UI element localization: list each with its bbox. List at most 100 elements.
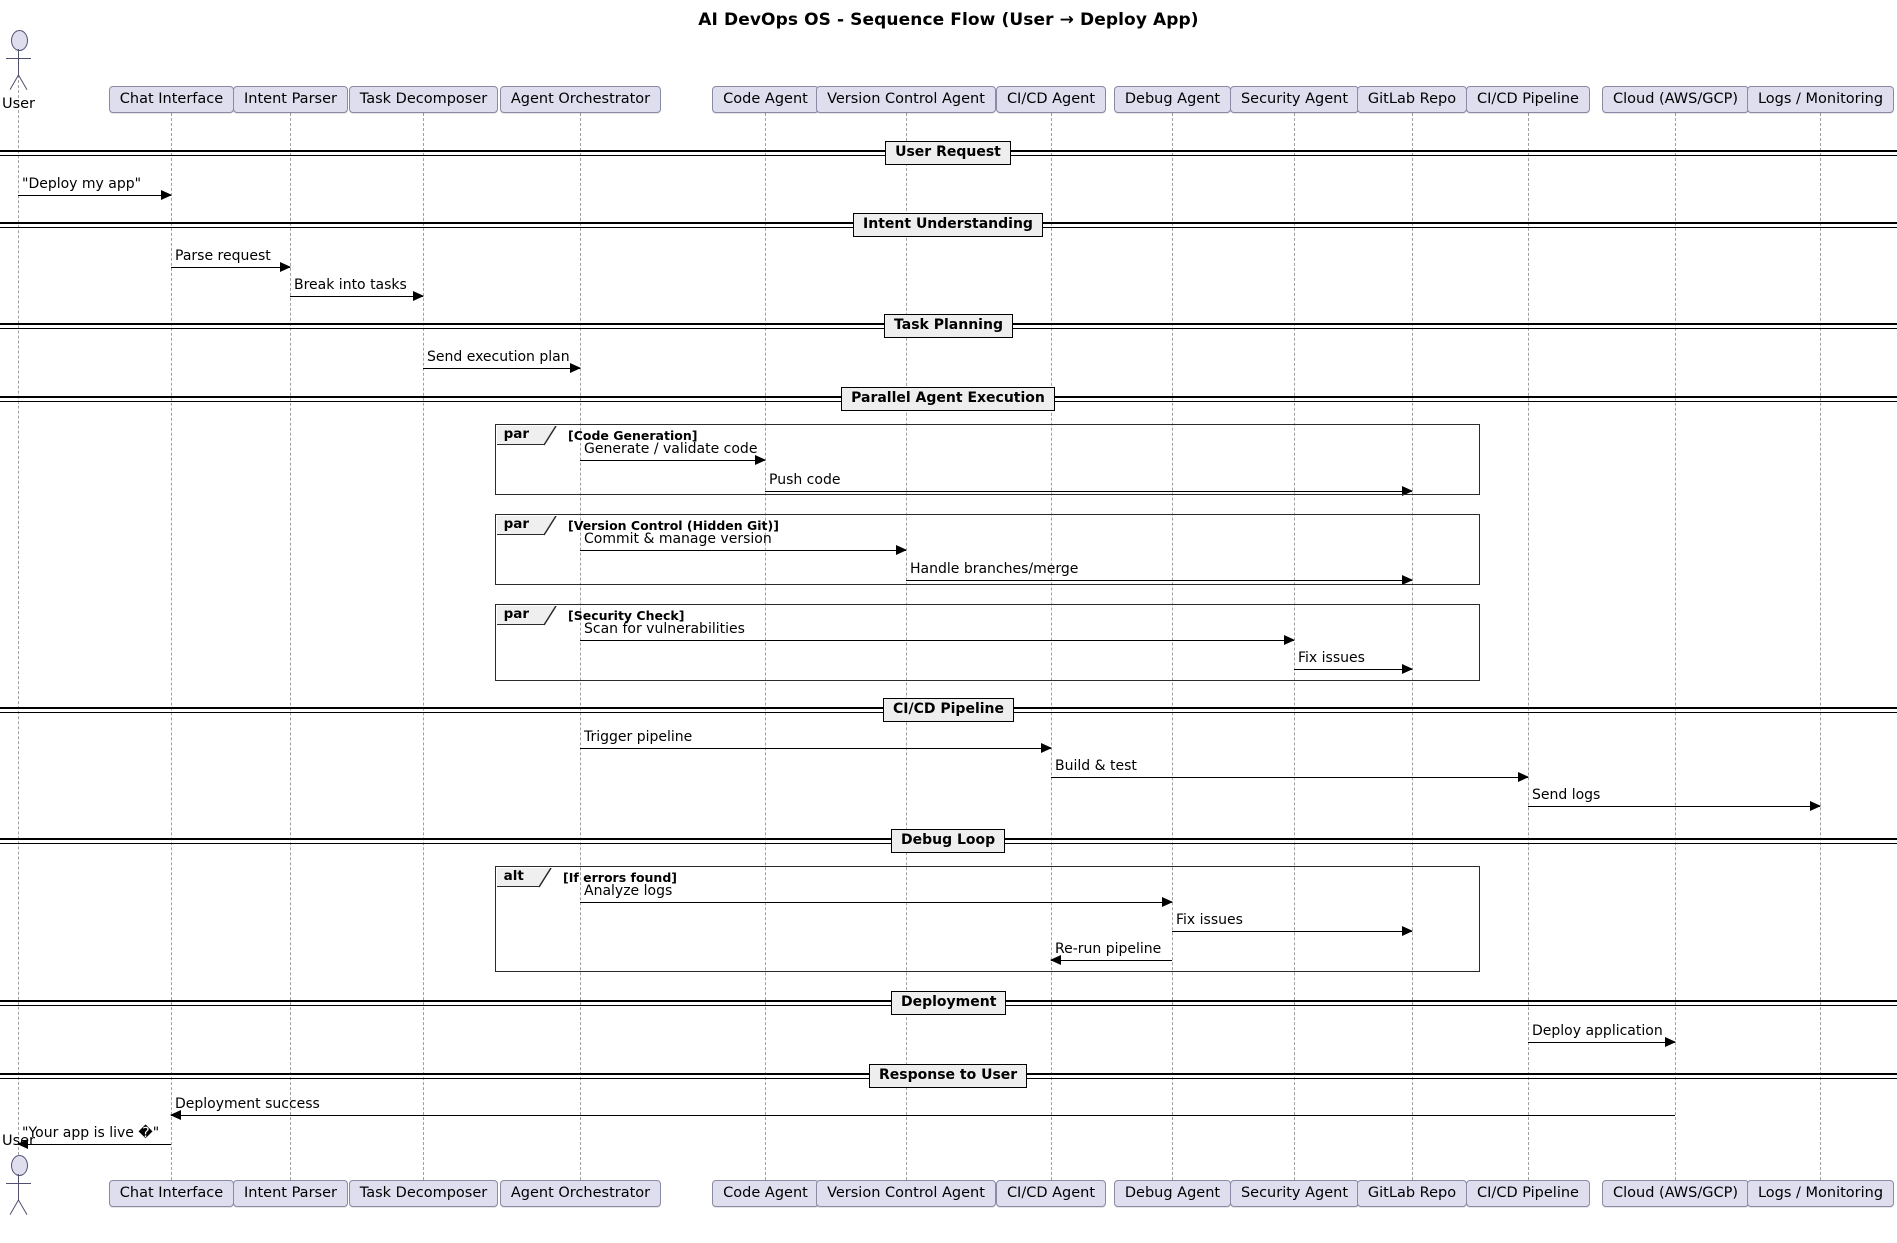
actor-body-icon <box>18 49 20 75</box>
message-send-execution-plan: Send execution plan <box>423 349 581 373</box>
participant-gitlab-repo[interactable]: GitLab Repo <box>1357 1180 1467 1207</box>
message-label: Fix issues <box>1298 650 1365 666</box>
message-line <box>18 195 171 196</box>
fragment-alt-if-errors-found <box>495 866 1480 972</box>
message-parse-request: Parse request <box>171 248 291 272</box>
fragment-condition-label: [Version Control (Hidden Git)] <box>568 518 779 533</box>
lifeline-gitlab-repo <box>1412 113 1413 1180</box>
fragment-tab-corner-icon <box>543 425 557 445</box>
participant-chat-interface[interactable]: Chat Interface <box>109 1180 234 1207</box>
message-label: Break into tasks <box>294 277 407 293</box>
arrowhead-right-icon <box>1402 926 1413 936</box>
message-line <box>1528 1042 1675 1043</box>
fragment-tab-corner-icon <box>543 605 557 625</box>
lifeline-version-control-agent <box>906 113 907 1180</box>
participant-ci-cd-pipeline[interactable]: CI/CD Pipeline <box>1466 86 1590 113</box>
participant-version-control-agent[interactable]: Version Control Agent <box>816 86 996 113</box>
arrowhead-right-icon <box>280 262 291 272</box>
participant-agent-orchestrator[interactable]: Agent Orchestrator <box>500 86 661 113</box>
section-divider-debug-loop: Debug Loop <box>891 829 1005 853</box>
message-push-code: Push code <box>765 472 1413 496</box>
lifeline-debug-agent <box>1172 113 1173 1180</box>
participant-code-agent[interactable]: Code Agent <box>712 86 819 113</box>
actor-leg-left-icon <box>9 1199 20 1216</box>
arrowhead-left-icon <box>170 1110 181 1120</box>
participant-cloud-aws-gcp[interactable]: Cloud (AWS/GCP) <box>1602 1180 1749 1207</box>
lifeline-chat-interface <box>171 113 172 1180</box>
arrowhead-right-icon <box>1402 664 1413 674</box>
message-line <box>580 550 906 551</box>
message-build-test: Build & test <box>1051 758 1529 782</box>
participant-ci-cd-agent[interactable]: CI/CD Agent <box>996 1180 1106 1207</box>
participant-intent-parser[interactable]: Intent Parser <box>233 1180 348 1207</box>
message-label: Push code <box>769 472 841 488</box>
participant-debug-agent[interactable]: Debug Agent <box>1114 86 1231 113</box>
participant-debug-agent[interactable]: Debug Agent <box>1114 1180 1231 1207</box>
participant-security-agent[interactable]: Security Agent <box>1230 86 1359 113</box>
message-label: Deploy application <box>1532 1023 1663 1039</box>
participant-gitlab-repo[interactable]: GitLab Repo <box>1357 86 1467 113</box>
section-divider-ci-cd-pipeline: CI/CD Pipeline <box>883 698 1014 722</box>
fragment-operator-label: par <box>496 515 556 535</box>
message-line <box>580 460 765 461</box>
arrowhead-right-icon <box>1810 801 1821 811</box>
arrowhead-right-icon <box>161 190 172 200</box>
message-fix-issues: Fix issues <box>1172 912 1413 936</box>
message-line <box>423 368 580 369</box>
lifeline-ci-cd-pipeline <box>1528 113 1529 1180</box>
message-label: Trigger pipeline <box>584 729 693 745</box>
participant-version-control-agent[interactable]: Version Control Agent <box>816 1180 996 1207</box>
message-label: Fix issues <box>1176 912 1243 928</box>
message-label: Build & test <box>1055 758 1137 774</box>
participant-logs-monitoring[interactable]: Logs / Monitoring <box>1747 86 1894 113</box>
message-generate-validate-code: Generate / validate code <box>580 441 766 465</box>
fragment-operator-label: alt <box>496 867 551 887</box>
lifeline-user <box>18 75 19 1155</box>
participant-code-agent[interactable]: Code Agent <box>712 1180 819 1207</box>
arrowhead-right-icon <box>1518 772 1529 782</box>
participant-chat-interface[interactable]: Chat Interface <box>109 86 234 113</box>
arrowhead-right-icon <box>570 363 581 373</box>
fragment-condition-label: [If errors found] <box>563 870 677 885</box>
page-title: AI DevOps OS - Sequence Flow (User → Dep… <box>698 10 1199 30</box>
participant-ci-cd-pipeline[interactable]: CI/CD Pipeline <box>1466 1180 1590 1207</box>
message-line <box>1051 777 1528 778</box>
section-divider-parallel-agent-execution: Parallel Agent Execution <box>841 387 1055 411</box>
lifeline-security-agent <box>1294 113 1295 1180</box>
participant-task-decomposer[interactable]: Task Decomposer <box>349 86 498 113</box>
fragment-condition-label: [Security Check] <box>568 608 685 623</box>
actor-head-icon <box>10 1155 28 1176</box>
message-label: Send execution plan <box>427 349 570 365</box>
message-deploy-application: Deploy application <box>1528 1023 1676 1047</box>
actor-body-icon <box>18 1174 20 1200</box>
message-line <box>765 491 1412 492</box>
participant-logs-monitoring[interactable]: Logs / Monitoring <box>1747 1180 1894 1207</box>
section-divider-intent-understanding: Intent Understanding <box>853 213 1043 237</box>
participant-agent-orchestrator[interactable]: Agent Orchestrator <box>500 1180 661 1207</box>
section-divider-deployment: Deployment <box>891 991 1006 1015</box>
participant-intent-parser[interactable]: Intent Parser <box>233 86 348 113</box>
message-line <box>290 296 423 297</box>
section-divider-task-planning: Task Planning <box>884 314 1013 338</box>
message-send-logs: Send logs <box>1528 787 1821 811</box>
message-label: Parse request <box>175 248 271 264</box>
fragment-par-security-check <box>495 604 1480 681</box>
participant-task-decomposer[interactable]: Task Decomposer <box>349 1180 498 1207</box>
message-line <box>580 902 1172 903</box>
fragment-tab-corner-icon <box>538 867 552 887</box>
lifeline-logs-monitoring <box>1820 113 1821 1180</box>
message-label: Scan for vulnerabilities <box>584 621 745 637</box>
participant-ci-cd-agent[interactable]: CI/CD Agent <box>996 86 1106 113</box>
message-label: Re-run pipeline <box>1055 941 1162 957</box>
message-label: Deployment success <box>175 1096 320 1112</box>
arrowhead-left-icon <box>17 1139 28 1149</box>
participant-cloud-aws-gcp[interactable]: Cloud (AWS/GCP) <box>1602 86 1749 113</box>
actor-leg-right-icon <box>18 1199 28 1216</box>
participant-security-agent[interactable]: Security Agent <box>1230 1180 1359 1207</box>
actor-leg-right-icon <box>18 74 28 91</box>
message-trigger-pipeline: Trigger pipeline <box>580 729 1052 753</box>
lifeline-task-decomposer <box>423 113 424 1180</box>
section-divider-user-request: User Request <box>885 141 1011 165</box>
arrowhead-right-icon <box>755 455 766 465</box>
section-divider-response-to-user: Response to User <box>869 1064 1027 1088</box>
